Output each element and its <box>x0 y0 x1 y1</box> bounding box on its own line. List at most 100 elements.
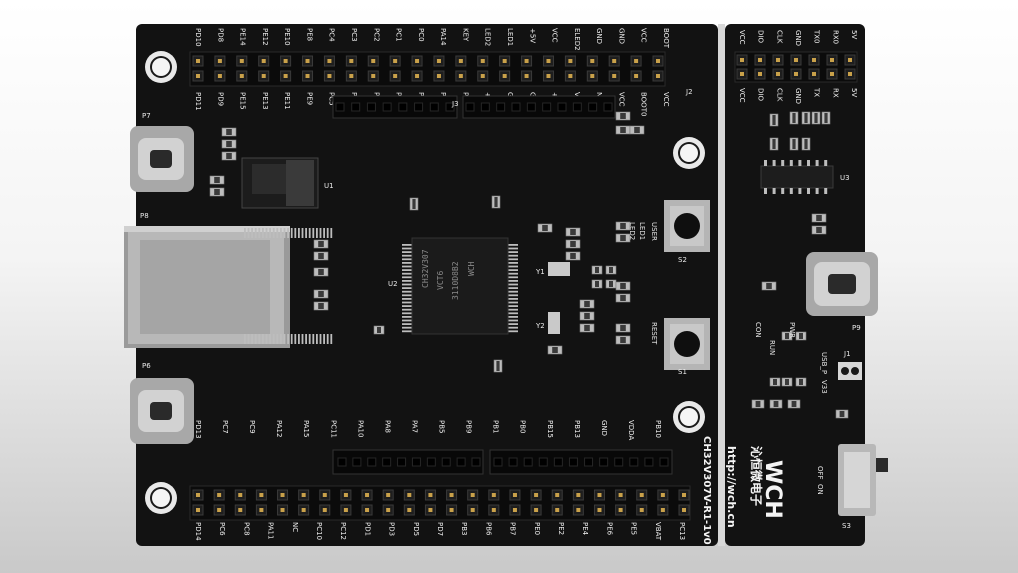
usb-c-port-p7 <box>130 126 194 192</box>
board-website: http://wch.cn <box>725 446 738 528</box>
pin-label-bottom-lower: PE4 <box>581 522 589 536</box>
pin-label-top: PC1 <box>395 28 403 42</box>
debug-pin-header <box>734 51 858 83</box>
board-model: CH32V307V-R1-1v0 <box>701 436 712 545</box>
pin-label-bottom: PB9 <box>465 420 473 433</box>
ref-s2: S2 <box>678 256 687 264</box>
pin-label-top-lower: VCC <box>617 92 625 107</box>
pin-label-bottom: PB5 <box>438 420 446 433</box>
crystal-y1 <box>548 262 570 276</box>
pin-label-bottom: PC7 <box>221 420 229 434</box>
mcu-logo: WCH <box>467 261 476 276</box>
brand-logo: WCH <box>760 460 785 519</box>
pin-label-top-lower: PD11 <box>194 92 202 111</box>
pin-label-bottom-lower: PE6 <box>605 522 613 536</box>
pin-label-debug: VCC <box>738 30 746 45</box>
mcu-line2: VCT6 <box>436 271 445 290</box>
ref-y2: Y2 <box>535 322 545 330</box>
pin-label-bottom: PB10 <box>654 420 662 438</box>
mcu-part: CH32V307 <box>421 249 430 288</box>
pin-label-bottom: PB1 <box>492 420 500 433</box>
pin-label-top: BOOT <box>662 28 670 49</box>
bottom-pin-header <box>189 485 691 521</box>
ref-p8: P8 <box>140 212 149 220</box>
voltage-regulator <box>241 157 319 209</box>
pin-label-bottom: PA7 <box>410 420 418 433</box>
user-button[interactable] <box>664 200 710 252</box>
usb-c-port-p9 <box>806 252 878 316</box>
pin-label-top: +5V <box>528 28 536 43</box>
pin-label-debug: DIO <box>757 30 765 43</box>
pin-label-bottom-lower: PD3 <box>388 522 396 536</box>
pin-label-debug: RX0 <box>831 30 839 44</box>
label-pwr: PWR <box>788 322 796 338</box>
ref-j3: J3 <box>451 100 459 108</box>
pin-label-top: PE12 <box>261 28 269 46</box>
ref-u3: U3 <box>840 174 850 182</box>
power-switch[interactable] <box>838 444 888 516</box>
label-led2: LED2 <box>628 222 636 240</box>
pin-label-top: PE10 <box>283 28 291 46</box>
pin-label-top: PC2 <box>372 28 380 42</box>
usb-c-port-p6 <box>130 378 194 444</box>
pin-label-debug-lower: VCC <box>738 88 746 103</box>
reset-button[interactable] <box>664 318 710 370</box>
pin-label-debug: CLK <box>775 30 783 44</box>
pin-label-debug: TX0 <box>813 29 821 44</box>
label-v33: V33 <box>820 380 828 394</box>
pin-label-bottom-lower: PE2 <box>557 522 565 535</box>
pin-label-top-lower: BOOT0 <box>640 92 648 116</box>
ref-j1: J1 <box>843 350 851 358</box>
pin-label-bottom: PA12 <box>275 420 283 437</box>
pin-label-top-lower: PC5 <box>328 92 336 106</box>
pin-label-bottom: PB13 <box>573 420 581 438</box>
debugger-pcb <box>725 24 865 546</box>
label-user: USER <box>650 222 658 241</box>
crystal-y2 <box>548 312 560 334</box>
pin-label-bottom: PA8 <box>383 420 391 433</box>
ref-u2: U2 <box>388 280 398 288</box>
pin-label-top: PE8 <box>305 28 313 41</box>
pin-label-debug-lower: GND <box>794 88 802 104</box>
pin-label-top: LED2 <box>484 28 492 46</box>
pin-label-top: LED1 <box>506 28 514 46</box>
ref-p6: P6 <box>142 362 151 370</box>
pin-label-bottom-lower: PA11 <box>267 522 275 539</box>
mcu-line3: 3110D8B2 <box>451 261 460 300</box>
female-header-left <box>332 95 458 119</box>
ref-p9: P9 <box>852 324 861 332</box>
pin-label-top: VCC <box>551 28 559 43</box>
pin-label-debug-lower: 5V <box>850 88 858 97</box>
pin-label-bottom-lower: PB6 <box>484 522 492 536</box>
pin-label-debug: GND <box>794 30 802 46</box>
jumper-j1 <box>838 362 862 380</box>
pin-label-bottom: PC9 <box>248 420 256 434</box>
pin-label-bottom: VDDA <box>627 420 635 440</box>
pin-label-bottom: PC11 <box>329 420 337 438</box>
pin-label-bottom-lower: NC <box>291 522 299 532</box>
pin-label-bottom-lower: PE5 <box>630 522 638 535</box>
ref-y1: Y1 <box>535 268 545 276</box>
pin-label-top-lower: VCC <box>662 92 670 107</box>
label-on: ON <box>816 484 824 495</box>
pin-label-bottom: PB15 <box>546 420 554 438</box>
pin-label-debug: 5V <box>850 30 858 39</box>
ref-s3: S3 <box>842 522 851 530</box>
ref-j2: J2 <box>685 88 693 96</box>
pin-label-bottom-lower: PC8 <box>242 522 250 536</box>
pin-label-bottom-lower: PD7 <box>436 522 444 536</box>
pin-label-bottom: PA10 <box>356 420 364 437</box>
top-pin-header <box>189 51 666 87</box>
pin-label-top: PE14 <box>239 28 247 46</box>
pin-label-top: PD8 <box>216 28 224 42</box>
pin-label-top: ELED2 <box>573 28 581 51</box>
pin-label-bottom-lower: PC13 <box>678 522 686 540</box>
pin-label-bottom-lower: PD5 <box>412 522 420 536</box>
pin-label-bottom-lower: PB7 <box>509 522 517 535</box>
ref-p7: P7 <box>142 112 151 120</box>
pin-label-bottom-lower: PC12 <box>339 522 347 540</box>
ethernet-jack <box>124 226 290 348</box>
pin-label-bottom: PB0 <box>519 420 527 433</box>
label-con: CON <box>754 322 762 338</box>
